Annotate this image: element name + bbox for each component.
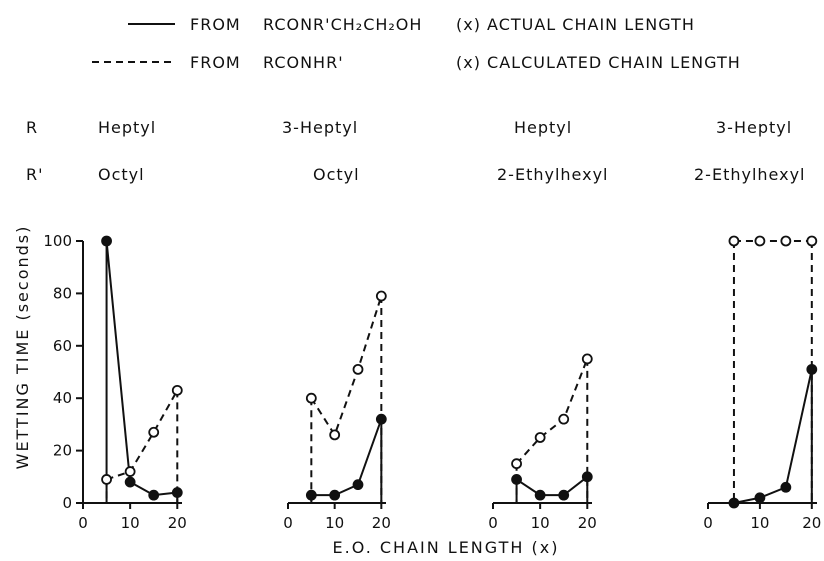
actual-point	[780, 481, 792, 493]
x-tick-label: 10	[750, 514, 769, 532]
x-tick-label: 10	[531, 514, 550, 532]
legend-solid-formula: RCONR'CH₂CH₂OH	[263, 15, 422, 34]
actual-point	[101, 235, 112, 247]
row-label-r: R	[26, 118, 38, 137]
panel-2-r-prime-label: Octyl	[313, 165, 360, 184]
calculated-point	[124, 466, 136, 477]
legend-dashed-prefix: FROM	[190, 53, 241, 72]
y-tick-label: 100	[43, 232, 72, 250]
actual-chain-line	[311, 418, 383, 497]
calculated-point	[101, 474, 112, 485]
y-tick-label: 0	[62, 494, 72, 512]
panel-2-r-label: 3-Heptyl	[282, 118, 358, 137]
actual-point	[329, 489, 341, 501]
actual-point	[534, 489, 546, 501]
y-tick-label: 20	[53, 442, 72, 460]
panel-1-r-prime-label: Octyl	[98, 165, 145, 184]
calculated-chain-line	[106, 389, 179, 481]
panel-1-r-label: Heptyl	[98, 118, 156, 137]
x-tick-label: 0	[283, 514, 293, 532]
y-tick-label: 60	[53, 337, 72, 355]
actual-point	[754, 492, 766, 504]
legend-solid-prefix: FROM	[190, 15, 241, 34]
x-tick-label: 20	[372, 514, 391, 532]
calculated-point	[534, 432, 546, 443]
x-tick-label: 20	[168, 514, 187, 532]
panel-4: 0 10 20	[703, 235, 821, 532]
x-tick-label: 0	[703, 514, 713, 532]
x-tick-label: 10	[121, 514, 140, 532]
y-axis-title: WETTING TIME (seconds)	[13, 225, 32, 470]
calculated-point	[780, 235, 792, 247]
actual-chain-line	[105, 240, 178, 497]
x-axis-title: E.O. CHAIN LENGTH (x)	[333, 538, 560, 557]
panel-3-r-prime-label: 2-Ethylhexyl	[497, 165, 608, 184]
legend-solid-desc: (x) ACTUAL CHAIN LENGTH	[456, 15, 695, 34]
x-tick-label: 20	[802, 514, 821, 532]
panel-1: 0 10 20 0 20 40 60 80 100	[43, 232, 186, 532]
calculated-chain-line	[515, 358, 589, 465]
actual-point	[352, 479, 364, 491]
actual-chain-line	[733, 369, 813, 504]
calculated-point	[558, 413, 570, 425]
actual-point	[124, 476, 136, 488]
panel-4-r-label: 3-Heptyl	[716, 118, 792, 137]
actual-point	[558, 489, 570, 501]
panel-2: 0 10 20	[283, 290, 391, 532]
calculated-point	[305, 392, 317, 404]
calculated-point	[148, 426, 160, 438]
legend-dashed-formula: RCONHR'	[263, 53, 344, 72]
panel-3-r-label: Heptyl	[514, 118, 572, 137]
row-label-r-prime: R'	[26, 165, 44, 184]
actual-chain-line	[516, 476, 588, 497]
calculated-point	[375, 290, 387, 302]
legend-dashed-desc: (x) CALCULATED CHAIN LENGTH	[456, 53, 741, 72]
calculated-point	[511, 458, 522, 470]
panel-4-r-prime-label: 2-Ethylhexyl	[694, 165, 805, 184]
plot-area: 0 10 20 0 20 40 60 80 100 0 10 20 0 10 20 0 10 20	[43, 232, 821, 532]
y-tick-label: 40	[53, 389, 72, 407]
x-tick-label: 0	[488, 514, 498, 532]
calculated-point	[581, 353, 593, 365]
x-tick-label: 20	[578, 514, 597, 532]
calculated-point	[754, 235, 766, 247]
actual-point	[148, 489, 160, 501]
calculated-point	[171, 384, 183, 396]
y-tick-label: 80	[53, 284, 72, 302]
calculated-point	[806, 235, 818, 247]
x-tick-label: 10	[325, 514, 344, 532]
x-tick-label: 0	[78, 514, 88, 532]
calculated-point	[352, 363, 364, 375]
calculated-chain-line	[310, 295, 383, 438]
panel-3: 0 10 20	[488, 353, 597, 532]
calculated-point	[728, 235, 740, 247]
calculated-point	[329, 429, 341, 441]
legend: FROM RCONR'CH₂CH₂OH (x) ACTUAL CHAIN LEN…	[92, 15, 741, 72]
